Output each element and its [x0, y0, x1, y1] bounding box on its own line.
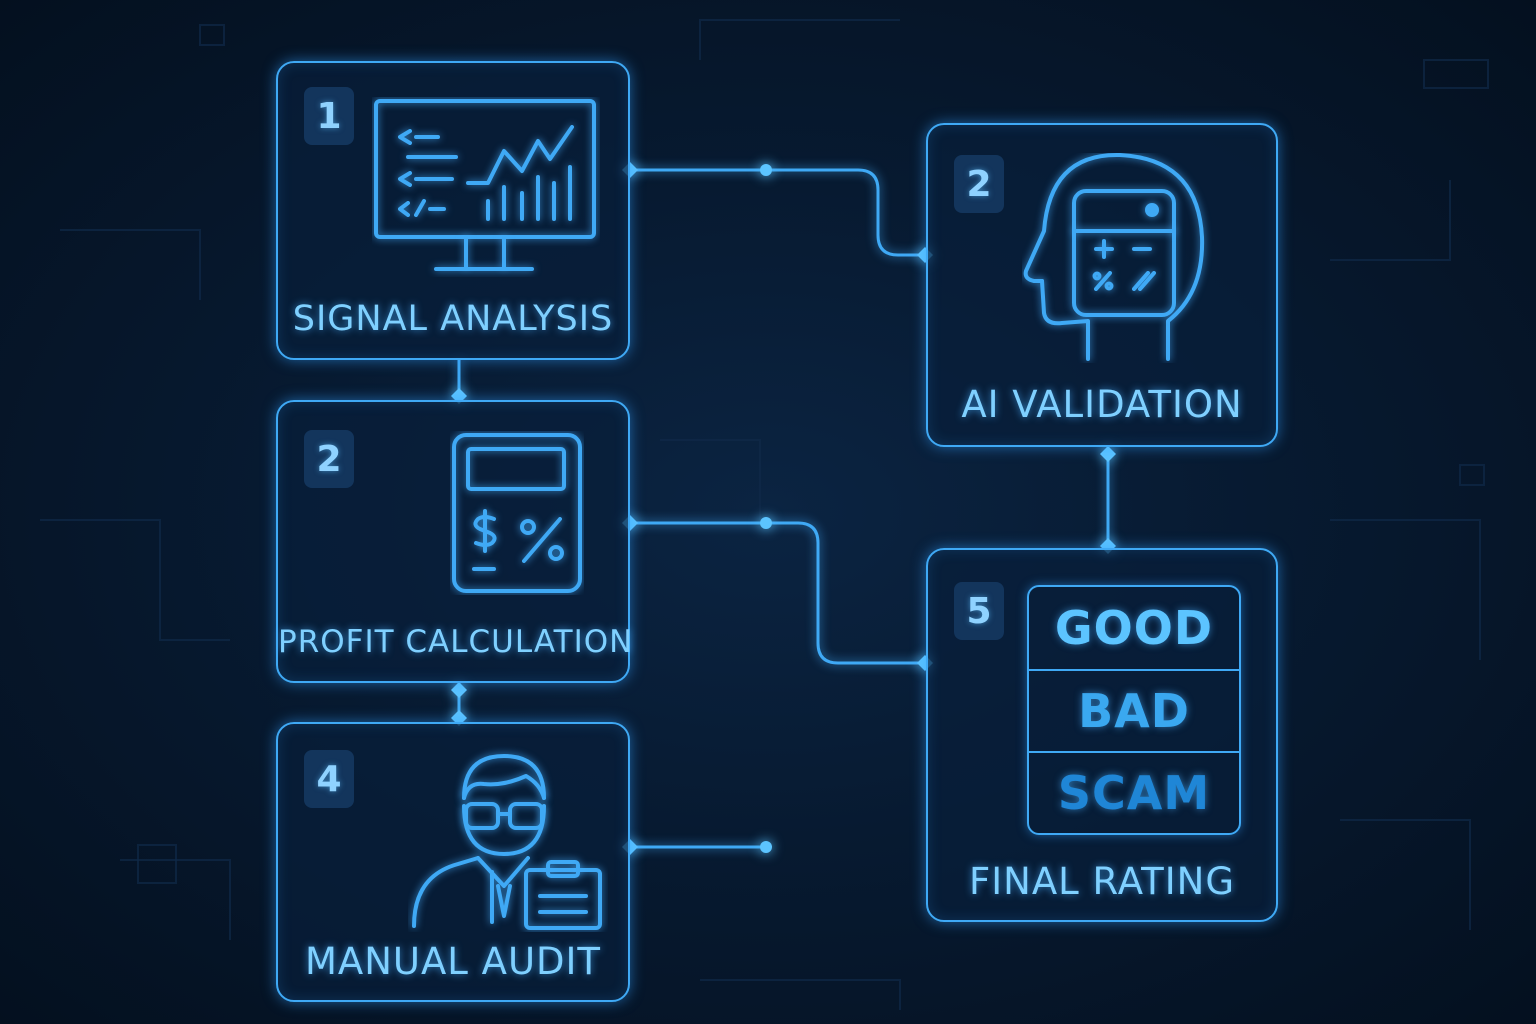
monitor-chart-icon: [372, 97, 600, 277]
connector-joint: [451, 682, 467, 698]
node-signal-analysis[interactable]: 1 SIGNAL ANALYSIS: [276, 61, 630, 360]
rating-bad[interactable]: BAD: [1029, 669, 1239, 751]
node-manual-audit[interactable]: 4 MANUAL AUDIT: [276, 722, 630, 1002]
connector-node: [760, 164, 772, 176]
node-label: MANUAL AUDIT: [304, 940, 602, 983]
connector-node: [760, 517, 772, 529]
rating-options: GOOD BAD SCAM: [1027, 585, 1241, 835]
node-profit-calculation[interactable]: 2 PROFIT CALCULATION: [276, 400, 634, 683]
node-label: AI VALIDATION: [961, 383, 1243, 426]
connector-node: [760, 841, 772, 853]
step-number-badge: 2: [304, 430, 354, 488]
node-label: FINAL RATING: [968, 860, 1236, 903]
step-number-badge: 1: [304, 87, 354, 145]
connector-profit-final: [630, 521, 925, 665]
step-number-badge: 5: [954, 582, 1004, 640]
calculator-dollar-percent-icon: [450, 431, 584, 595]
step-number-badge: 4: [304, 750, 354, 808]
auditor-clipboard-icon: [408, 746, 608, 932]
step-number-badge: 2: [954, 155, 1004, 213]
node-label: SIGNAL ANALYSIS: [292, 299, 614, 339]
node-ai-validation[interactable]: 2 AI VALIDATION: [926, 123, 1278, 447]
head-calculator-icon: [1022, 153, 1212, 363]
connector-joint: [1100, 446, 1116, 462]
rating-good[interactable]: GOOD: [1054, 601, 1214, 655]
rating-scam[interactable]: SCAM: [1029, 751, 1239, 833]
node-label: PROFIT CALCULATION: [278, 624, 634, 660]
node-final-rating[interactable]: 5 FINAL RATING: [926, 548, 1278, 922]
connector-signal-ai: [630, 168, 925, 257]
